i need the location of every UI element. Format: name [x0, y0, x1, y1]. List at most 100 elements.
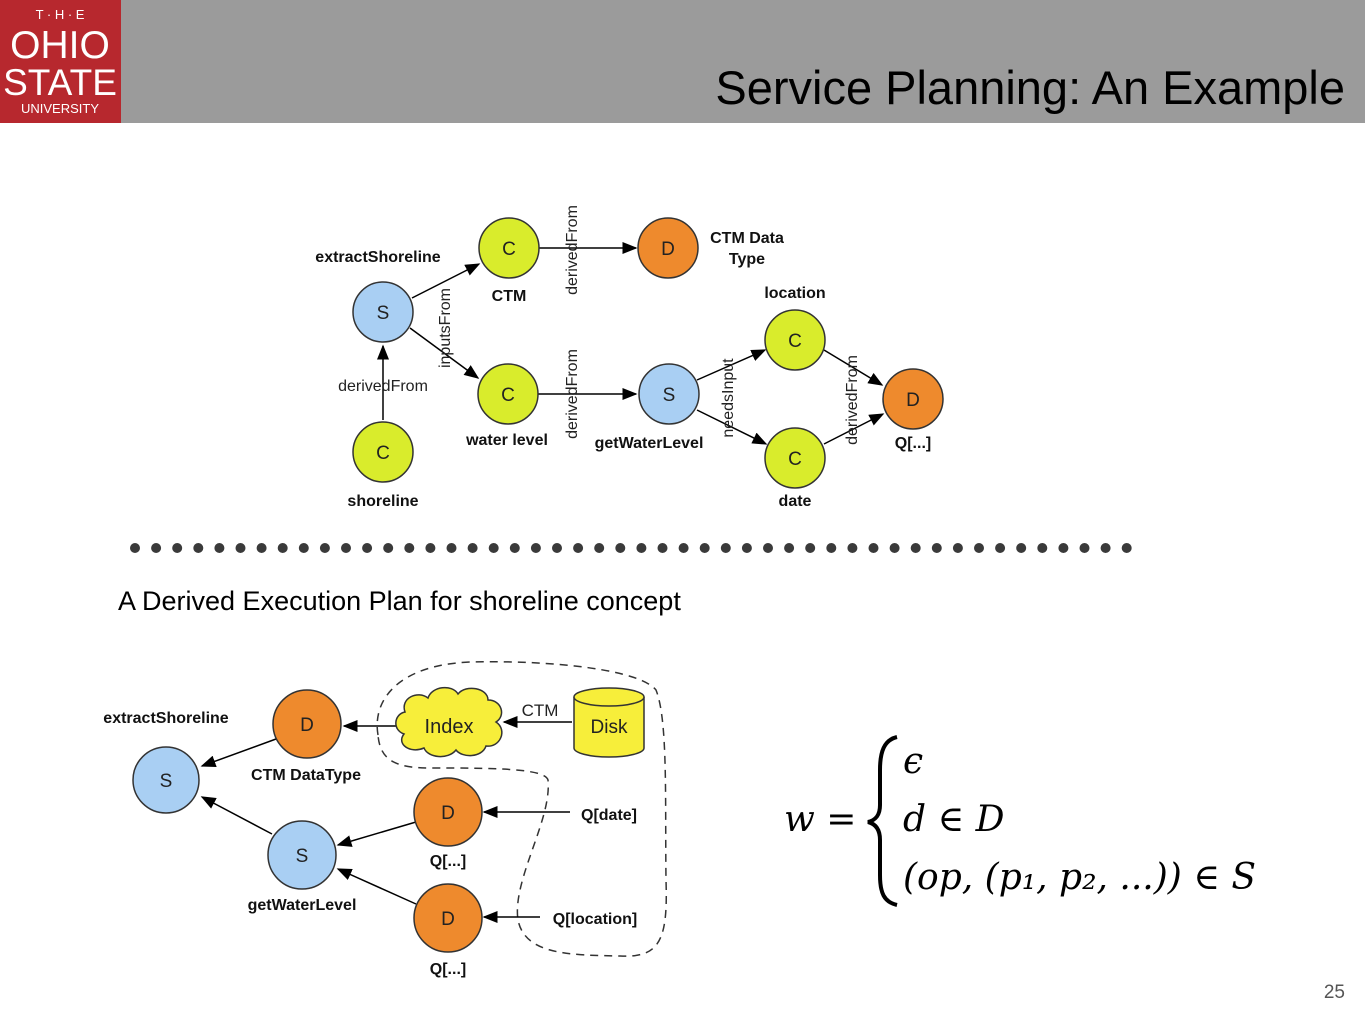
separator-dot [995, 543, 1006, 553]
header-bar [0, 0, 1365, 123]
separator-dot [383, 543, 394, 553]
svg-text:C: C [501, 385, 515, 406]
separator-dot [615, 543, 626, 553]
separator-dot [1037, 543, 1048, 553]
separator-dot [130, 543, 140, 553]
node-b-label-ctmdatatype: CTM DataType [251, 767, 361, 784]
edge-label-qlocation: Q[location] [553, 911, 637, 928]
separator-dot [193, 543, 204, 553]
separator-dot [214, 543, 225, 553]
separator-dot [552, 543, 562, 553]
node-extractshoreline: S extractShoreline [315, 249, 441, 343]
separator-dot [1100, 543, 1111, 553]
node-b-q2: D Q[...] [413, 883, 483, 978]
edge-date-q [823, 413, 885, 445]
node-label-waterlevel: water level [465, 432, 548, 449]
page-number: 25 [1323, 982, 1345, 1003]
separator-dot [404, 543, 415, 553]
separator-dot [974, 543, 984, 553]
separator-dot [699, 543, 710, 553]
svg-text:S: S [663, 385, 676, 406]
separator-dot [931, 543, 942, 553]
separator-dot [847, 543, 858, 553]
node-ctm: C CTM [478, 217, 540, 305]
node-label-location: location [764, 285, 825, 302]
separator-dot [425, 543, 436, 553]
formula-case-2: d ∈ D [903, 799, 1005, 840]
separator-dot [573, 543, 584, 553]
edge-extract-water [409, 327, 480, 379]
separator-dot [1121, 543, 1132, 553]
node-waterlevel: C water level [465, 363, 548, 449]
node-b-label-index: Index [425, 716, 474, 738]
svg-text:D: D [441, 803, 455, 824]
node-label-getwaterlevel: getWaterLevel [595, 435, 704, 452]
svg-text:S: S [160, 771, 173, 792]
edge-ctmd-extract [200, 738, 277, 768]
node-b-q1: D Q[...] [413, 777, 483, 870]
separator-dot [826, 543, 837, 553]
separator-dot [151, 543, 162, 553]
separator-dot [952, 543, 963, 553]
dashed-boundary [376, 661, 668, 957]
separator-dot [1058, 543, 1069, 553]
edge-location-q [823, 349, 884, 386]
node-b-extractshoreline: S extractShoreline [103, 710, 229, 814]
separator-dot [341, 543, 351, 553]
separator-dot [1079, 543, 1090, 553]
node-b-index-cloud: Index [395, 686, 503, 758]
separator-dot [509, 543, 520, 553]
edge-label-derivedfrom-1: derivedFrom [338, 378, 428, 395]
edge-label-derivedfrom-3: derivedFrom [564, 349, 581, 439]
svg-text:D: D [661, 239, 675, 260]
node-b-ctmdatatype: D CTM DataType [251, 689, 361, 784]
separator-dot [678, 543, 689, 553]
separator-dot [741, 543, 752, 553]
svg-text:S: S [377, 303, 390, 324]
node-ctmdatatype: D CTM Data Type [637, 217, 784, 279]
node-date: C date [764, 427, 826, 510]
svg-text:C: C [502, 239, 516, 260]
separator-dot [256, 543, 267, 553]
separator-dot [594, 543, 605, 553]
separator-dot [636, 543, 647, 553]
node-label-ctmdata-2: Type [729, 251, 765, 268]
node-b-label-getwaterlevel: getWaterLevel [248, 897, 357, 914]
separator-dot [235, 543, 246, 553]
edge-label-needsinput: needsInput [720, 358, 737, 438]
separator-dot [446, 543, 457, 553]
node-q: D Q[...] [882, 368, 944, 452]
edge-extract-ctm [411, 263, 481, 299]
svg-text:C: C [376, 443, 390, 464]
node-shoreline: C shoreline [347, 421, 419, 510]
diagram-caption: A Derived Execution Plan for shoreline c… [118, 586, 681, 616]
edge-q1-getwater [336, 821, 417, 847]
dotted-separator [130, 543, 1132, 553]
separator-dot [763, 543, 773, 553]
svg-text:D: D [906, 390, 920, 411]
separator-dot [319, 543, 330, 553]
logo-line-state: STATE [3, 62, 117, 103]
separator-dot [467, 543, 478, 553]
node-b-label-disk: Disk [591, 717, 628, 738]
node-label-ctmdata-1: CTM Data [710, 230, 784, 247]
logo-line-the: T · H · E [36, 7, 85, 22]
svg-text:D: D [300, 715, 314, 736]
svg-text:C: C [788, 449, 802, 470]
logo-line-university: UNIVERSITY [21, 101, 99, 116]
edge-label-derivedfrom-4: derivedFrom [844, 355, 861, 445]
edge-getwater-extract [200, 796, 273, 835]
node-b-label-q2: Q[...] [430, 961, 466, 978]
edge-getwater-location [696, 349, 767, 381]
node-b-label-q1: Q[...] [430, 853, 466, 870]
separator-dot [362, 543, 373, 553]
edge-label-inputsfrom: inputsFrom [437, 288, 454, 368]
node-label-q: Q[...] [895, 435, 931, 452]
node-label-extractshoreline: extractShoreline [315, 249, 440, 266]
svg-text:D: D [441, 909, 455, 930]
separator-dot [277, 543, 288, 553]
edge-label-qdate: Q[date] [581, 807, 637, 824]
formula: w = ϵ d ∈ D (op, (p₁, p₂, ...)) ∈ S [784, 735, 1256, 907]
node-b-getwaterlevel: S getWaterLevel [248, 820, 357, 914]
